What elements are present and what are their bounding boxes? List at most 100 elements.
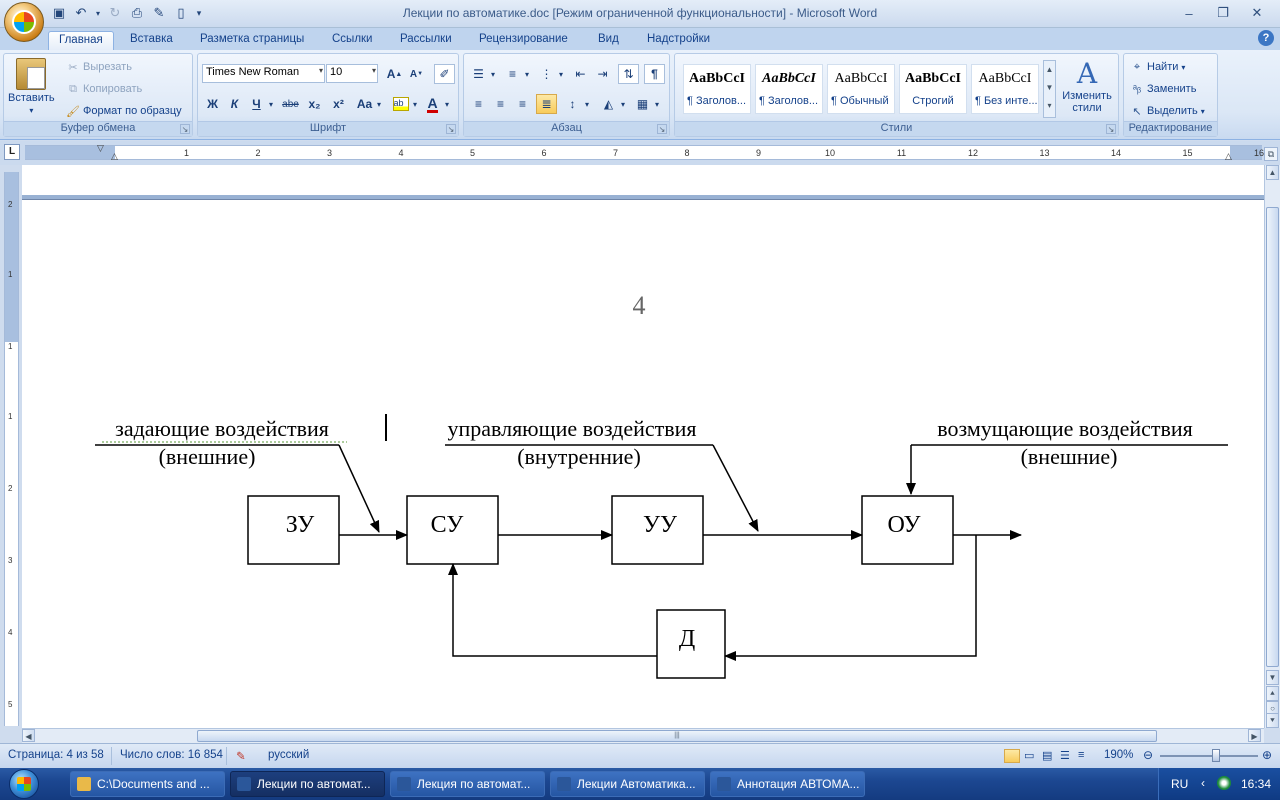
tab-view[interactable]: Вид bbox=[598, 33, 619, 45]
shrink-font-icon[interactable]: A▼ bbox=[409, 68, 424, 80]
clock[interactable]: 16:34 bbox=[1241, 777, 1272, 791]
font-name-combobox[interactable]: Times New Roman▾ bbox=[202, 64, 325, 83]
find-button[interactable]: ⌖Найти▾ bbox=[1130, 60, 1186, 74]
zoom-slider-knob[interactable] bbox=[1212, 749, 1220, 762]
decrease-indent-icon[interactable]: ⇤ bbox=[575, 67, 586, 81]
format-painter-button[interactable]: 🖌Формат по образцу bbox=[66, 105, 182, 118]
tab-references[interactable]: Ссылки bbox=[332, 33, 373, 45]
change-styles-button[interactable]: A Изменить стили bbox=[1062, 57, 1112, 115]
left-indent-icon[interactable]: △ bbox=[111, 151, 118, 161]
first-line-indent-icon[interactable]: ▽ bbox=[97, 143, 104, 153]
paste-button[interactable]: Вставить ▾ bbox=[8, 58, 55, 115]
strikethrough-button[interactable]: abe bbox=[282, 98, 299, 110]
styles-launcher-icon[interactable]: ↘ bbox=[1106, 124, 1116, 134]
maximize-icon[interactable]: ❐ bbox=[1217, 5, 1229, 20]
zoom-out-icon[interactable]: ⊖ bbox=[1143, 748, 1154, 762]
language-indicator[interactable]: RU bbox=[1171, 777, 1189, 791]
minimize-icon[interactable]: ‒ bbox=[1185, 5, 1193, 21]
justify-icon[interactable]: ≣ bbox=[536, 94, 557, 114]
numbering-dropdown-icon[interactable]: ▾ bbox=[524, 69, 529, 79]
multilevel-dropdown-icon[interactable]: ▾ bbox=[558, 69, 563, 79]
scroll-left-icon[interactable]: ◀ bbox=[22, 729, 35, 742]
tab-mailings[interactable]: Рассылки bbox=[400, 33, 452, 45]
bullets-dropdown-icon[interactable]: ▾ bbox=[490, 69, 495, 79]
spelling-check-icon[interactable]: ✎ bbox=[236, 751, 246, 763]
highlight-dropdown-icon[interactable]: ▾ bbox=[412, 99, 417, 109]
change-case-dropdown-icon[interactable]: ▾ bbox=[376, 99, 381, 109]
align-right-icon[interactable]: ≡ bbox=[518, 97, 526, 111]
line-spacing-dropdown-icon[interactable]: ▾ bbox=[584, 99, 589, 109]
font-size-combobox[interactable]: 10▾ bbox=[326, 64, 378, 83]
customize-qat-icon[interactable]: ▾ bbox=[196, 7, 202, 18]
web-layout-icon[interactable]: ▤ bbox=[1042, 750, 1053, 762]
font-launcher-icon[interactable]: ↘ bbox=[446, 124, 456, 134]
print-layout-view-icon[interactable] bbox=[1004, 749, 1020, 763]
tab-home[interactable]: Главная bbox=[48, 31, 114, 50]
font-color-dropdown-icon[interactable]: ▾ bbox=[444, 99, 449, 109]
undo-dropdown-icon[interactable]: ▾ bbox=[95, 8, 100, 18]
show-formatting-icon[interactable]: ¶ bbox=[644, 64, 665, 84]
superscript-button[interactable]: x² bbox=[333, 97, 344, 111]
style-heading1[interactable]: AaBbCcI¶ Заголов... bbox=[683, 64, 751, 114]
shading-dropdown-icon[interactable]: ▾ bbox=[620, 99, 625, 109]
taskbar-item[interactable]: Лекции Автоматика... bbox=[550, 771, 705, 797]
status-page[interactable]: Страница: 4 из 58 bbox=[8, 749, 104, 761]
save-icon[interactable]: ▣ bbox=[52, 5, 66, 20]
borders-icon[interactable]: ▦ bbox=[636, 97, 649, 111]
multilevel-list-icon[interactable]: ⋮ bbox=[540, 67, 553, 81]
office-button[interactable] bbox=[4, 2, 44, 42]
taskbar-item[interactable]: Аннотация АВТОМА... bbox=[710, 771, 865, 797]
numbering-icon[interactable]: ≡ bbox=[508, 67, 516, 81]
tab-review[interactable]: Рецензирование bbox=[479, 33, 568, 45]
taskbar-item[interactable]: Лекции по автомат... bbox=[230, 771, 385, 797]
document-area[interactable]: 4 задающие воздействия (внешние) управля… bbox=[22, 165, 1264, 728]
scroll-down-icon[interactable]: ▼ bbox=[1266, 670, 1279, 685]
new-document-icon[interactable]: ▯ bbox=[177, 5, 185, 20]
start-button[interactable] bbox=[2, 768, 46, 800]
change-case-button[interactable]: Aa bbox=[356, 97, 373, 111]
style-normal[interactable]: AaBbCcI¶ Обычный bbox=[827, 64, 895, 114]
bold-button[interactable]: Ж bbox=[207, 97, 218, 111]
horizontal-scrollbar[interactable]: ◀ ||| ▶ bbox=[22, 728, 1264, 743]
italic-button[interactable]: К bbox=[230, 97, 239, 111]
network-icon[interactable] bbox=[1217, 776, 1231, 790]
select-button[interactable]: ↖Выделить▾ bbox=[1130, 104, 1204, 118]
zoom-in-icon[interactable]: ⊕ bbox=[1262, 748, 1273, 762]
vertical-scroll-thumb[interactable] bbox=[1266, 207, 1279, 667]
taskbar-item[interactable]: C:\Documents and ... bbox=[70, 771, 225, 797]
font-color-icon[interactable]: A bbox=[427, 94, 438, 113]
right-indent-icon[interactable]: △ bbox=[1225, 151, 1232, 161]
bullets-icon[interactable]: ☰ bbox=[473, 67, 484, 81]
shading-icon[interactable]: ◭ bbox=[603, 97, 614, 111]
tab-addins[interactable]: Надстройки bbox=[647, 33, 711, 45]
full-screen-reading-icon[interactable]: ▭ bbox=[1024, 750, 1035, 762]
styles-scroll[interactable]: ▲▼▾ bbox=[1043, 60, 1056, 118]
edit-icon[interactable]: ✎ bbox=[153, 5, 165, 20]
vertical-scrollbar[interactable]: ▲ ▼ ⯅ ○ ⯆ bbox=[1264, 165, 1280, 728]
copy-button[interactable]: ⧉Копировать bbox=[66, 82, 142, 96]
tab-insert[interactable]: Вставка bbox=[130, 33, 173, 45]
increase-indent-icon[interactable]: ⇥ bbox=[597, 67, 608, 81]
subscript-button[interactable]: x₂ bbox=[308, 97, 321, 111]
scroll-up-icon[interactable]: ▲ bbox=[1266, 165, 1279, 180]
underline-button[interactable]: Ч bbox=[252, 97, 261, 111]
taskbar-item[interactable]: Лекция по автомат... bbox=[390, 771, 545, 797]
clear-formatting-icon[interactable]: ✐ bbox=[434, 64, 455, 84]
sort-icon[interactable]: ⇅ bbox=[618, 64, 639, 84]
status-language[interactable]: русский bbox=[268, 749, 310, 761]
line-spacing-icon[interactable]: ↕ bbox=[569, 97, 576, 111]
zoom-level[interactable]: 190% bbox=[1104, 749, 1134, 761]
style-no-spacing[interactable]: AaBbCcI¶ Без инте... bbox=[971, 64, 1039, 114]
borders-dropdown-icon[interactable]: ▾ bbox=[654, 99, 659, 109]
help-icon[interactable]: ? bbox=[1258, 30, 1274, 46]
tab-page-layout[interactable]: Разметка страницы bbox=[200, 33, 305, 45]
browse-object-icon[interactable]: ○ bbox=[1266, 701, 1279, 716]
zoom-slider[interactable] bbox=[1160, 755, 1258, 757]
paragraph-launcher-icon[interactable]: ↘ bbox=[657, 124, 667, 134]
style-heading2[interactable]: AaBbCcI¶ Заголов... bbox=[755, 64, 823, 114]
tab-selector[interactable]: L bbox=[4, 144, 20, 160]
print-preview-icon[interactable]: ⎙ bbox=[131, 5, 143, 20]
document-page[interactable]: 4 задающие воздействия (внешние) управля… bbox=[22, 199, 1264, 728]
